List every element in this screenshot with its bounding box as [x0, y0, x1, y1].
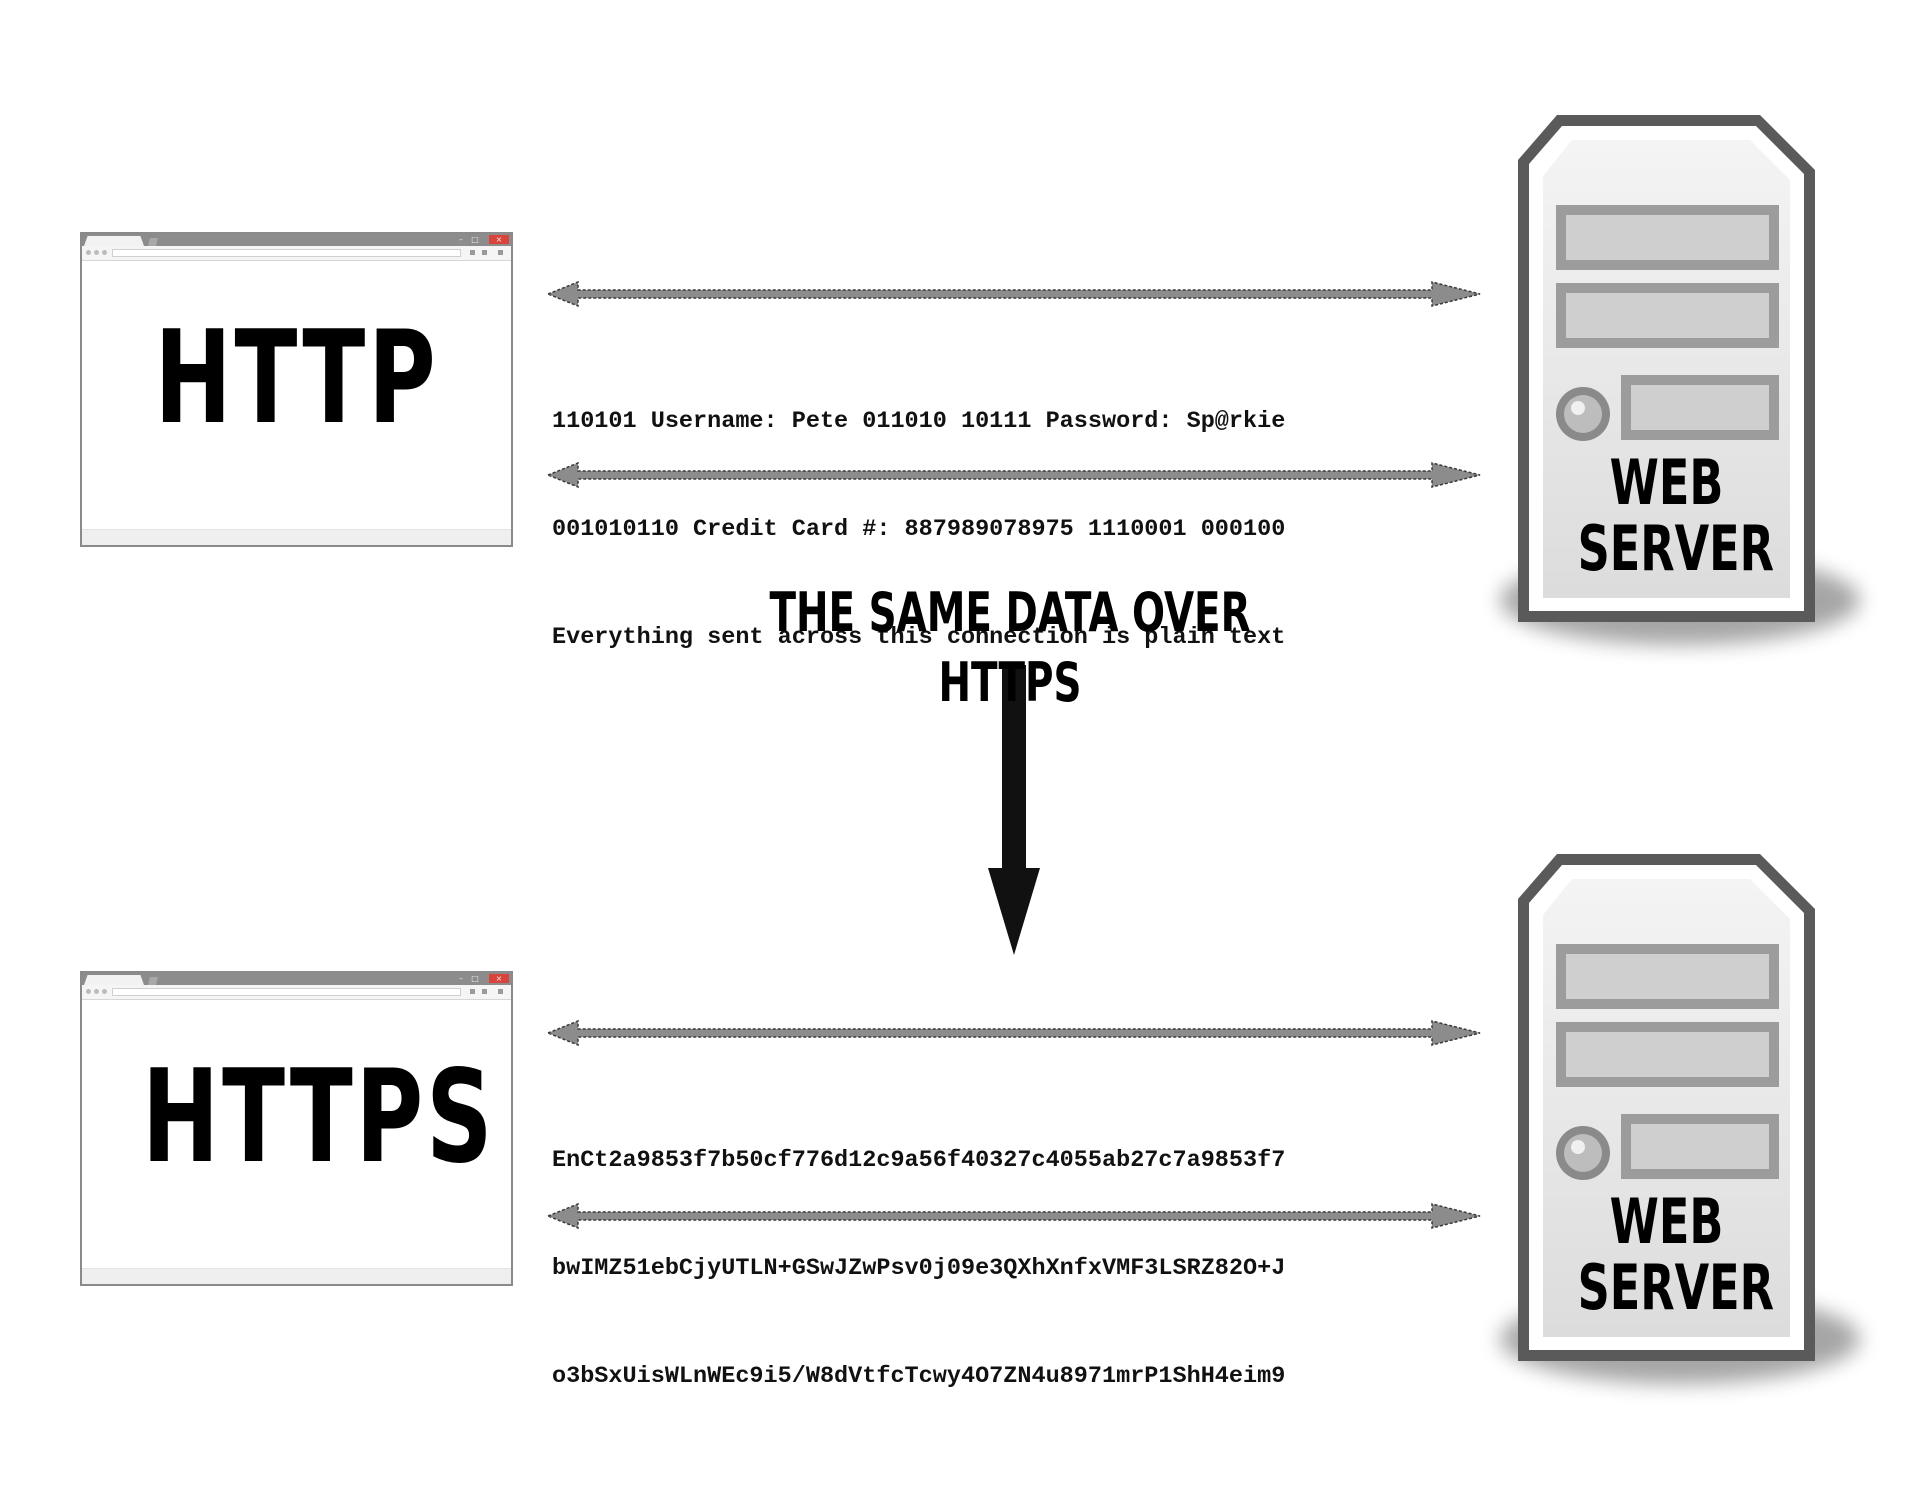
down-arrow: [988, 665, 1040, 955]
https-top-arrow: [545, 1019, 1481, 1047]
browser-toolbar: [82, 246, 511, 261]
address-bar[interactable]: [112, 988, 461, 996]
close-icon[interactable]: ×: [489, 974, 509, 983]
maximize-icon[interactable]: □: [471, 235, 479, 244]
extension-icon[interactable]: [482, 989, 487, 994]
server-label-bottom: WEB SERVER: [1543, 1189, 1790, 1321]
https-bottom-arrow: [545, 1202, 1481, 1230]
back-icon[interactable]: [86, 989, 91, 994]
data-line: bwIMZ51ebCjyUTLN+GSwJZwPsv0j09e3QXhXnfxV…: [552, 1255, 1286, 1282]
protocol-label: HTTP: [154, 304, 439, 453]
http-top-arrow: [545, 280, 1481, 308]
new-tab-icon[interactable]: [148, 238, 158, 246]
http-bottom-arrow: [545, 461, 1481, 489]
data-line: Everything sent across this connection i…: [552, 624, 1286, 651]
forward-icon[interactable]: [94, 989, 99, 994]
protocol-label: HTTPS: [142, 1043, 496, 1192]
https-browser-window: – □ × HTTPS: [80, 971, 513, 1286]
extension-icon[interactable]: [482, 250, 487, 255]
http-plaintext-data: 110101 Username: Pete 011010 10111 Passw…: [552, 332, 1472, 692]
bookmark-icon[interactable]: [470, 989, 475, 994]
data-line: o3bSxUisWLnWEc9i5/W8dVtfcTcwy4O7ZN4u8971…: [552, 1363, 1286, 1390]
http-browser-window: – □ × HTTP: [80, 232, 513, 547]
server-label-line2: SERVER: [1577, 512, 1775, 585]
server-label-top: WEB SERVER: [1543, 450, 1790, 582]
browser-titlebar: [82, 973, 511, 985]
power-button-icon: [1556, 1126, 1610, 1180]
address-bar[interactable]: [112, 249, 461, 257]
back-icon[interactable]: [86, 250, 91, 255]
new-tab-icon[interactable]: [148, 977, 158, 985]
browser-tab[interactable]: [84, 236, 144, 246]
maximize-icon[interactable]: □: [471, 974, 479, 983]
web-server-top: [1500, 115, 1860, 645]
server-label-line2: SERVER: [1577, 1251, 1775, 1324]
data-line: EnCt2a9853f7b50cf776d12c9a56f40327c4055a…: [552, 1147, 1286, 1174]
reload-icon[interactable]: [102, 250, 107, 255]
data-line: 001010110 Credit Card #: 887989078975 11…: [552, 516, 1286, 543]
server-label-line1: WEB: [1609, 1185, 1724, 1258]
reload-icon[interactable]: [102, 989, 107, 994]
browser-tab[interactable]: [84, 975, 144, 985]
forward-icon[interactable]: [94, 250, 99, 255]
minimize-icon[interactable]: –: [459, 974, 463, 983]
minimize-icon[interactable]: –: [459, 235, 463, 244]
data-line: 110101 Username: Pete 011010 10111 Passw…: [552, 408, 1286, 435]
browser-toolbar: [82, 985, 511, 1000]
close-icon[interactable]: ×: [489, 235, 509, 244]
caption: THE SAME DATA OVER HTTPS: [769, 581, 1251, 714]
web-server-bottom: [1500, 854, 1860, 1384]
server-label-line1: WEB: [1609, 446, 1724, 519]
browser-statusbar: [82, 529, 511, 545]
menu-icon[interactable]: [498, 989, 503, 994]
power-button-icon: [1556, 387, 1610, 441]
bookmark-icon[interactable]: [470, 250, 475, 255]
browser-statusbar: [82, 1268, 511, 1284]
menu-icon[interactable]: [498, 250, 503, 255]
browser-titlebar: [82, 234, 511, 246]
https-encrypted-data: EnCt2a9853f7b50cf776d12c9a56f40327c4055a…: [552, 1071, 1472, 1431]
